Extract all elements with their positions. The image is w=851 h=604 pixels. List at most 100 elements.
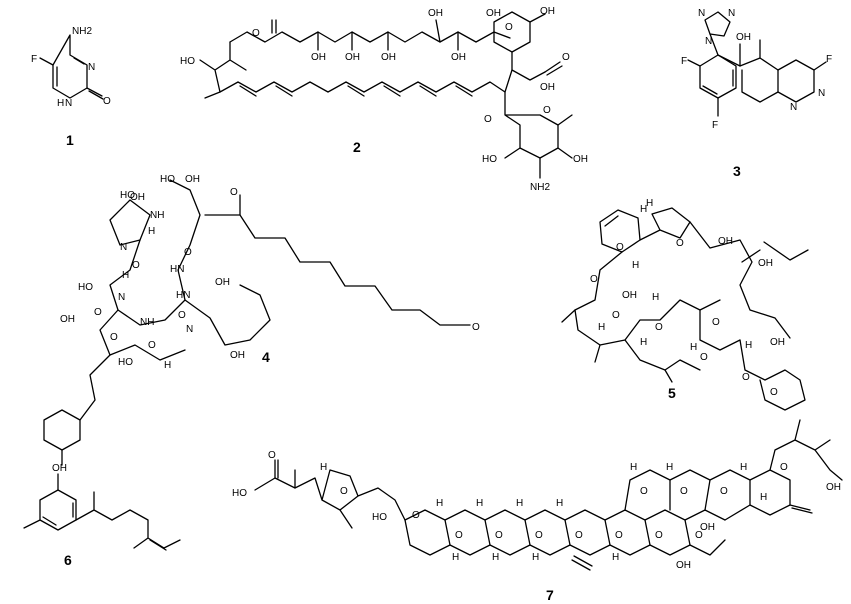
atom-n1: N <box>65 98 72 109</box>
atom-h-h: H <box>745 340 752 351</box>
atom-o-e: O <box>655 322 663 333</box>
atom-o-g: O <box>700 352 708 363</box>
atom-h-thr: H <box>122 270 129 281</box>
atom-n-thr: N <box>118 292 125 303</box>
atom-o-u3: O <box>720 486 728 497</box>
atom-oh: OH <box>52 463 67 474</box>
atom-o-r6: O <box>615 530 623 541</box>
atom-o-r4: O <box>535 530 543 541</box>
atom-oh-c: OH <box>622 290 637 301</box>
compound-6-label: 6 <box>64 552 72 568</box>
atom-o-ring: O <box>505 22 513 33</box>
atom-n-pyr-a: N <box>790 102 797 113</box>
atom-o-thf: O <box>340 486 348 497</box>
atom-hn-b: HN <box>176 290 190 301</box>
compound-6-structure: OH 6 <box>23 463 181 568</box>
atom-h-r2: H <box>476 498 483 509</box>
atom-oh-a: OH <box>311 52 326 63</box>
atom-oh-r: OH <box>676 560 691 571</box>
atom-o-glyc: O <box>484 114 492 125</box>
atom-ho-thr: HO <box>78 282 93 293</box>
atom-o-ester: O <box>252 28 260 39</box>
atom-h-r6: H <box>556 498 563 509</box>
atom-oh-d: OH <box>451 52 466 63</box>
atom-h-u3: H <box>740 462 747 473</box>
atom-o-r5: O <box>575 530 583 541</box>
atom-n-pyr-b: N <box>818 88 825 99</box>
atom-h-r1: H <box>436 498 443 509</box>
compound-5-label: 5 <box>668 385 676 401</box>
atom-h-u4: H <box>760 492 767 503</box>
atom-ho-d: HO <box>118 357 133 368</box>
atom-oh-d: OH <box>770 337 785 348</box>
atom-n-pro-b: N <box>186 324 193 335</box>
atom-o-a: O <box>616 242 624 253</box>
atom-ho-acid: HO <box>232 488 247 499</box>
atom-o-h: O <box>742 372 750 383</box>
compound-7-structure: HO O H O HO O H H H H O O O O H H H H O … <box>232 419 843 603</box>
atom-o: O <box>103 96 111 107</box>
atom-h-thf: H <box>320 462 327 473</box>
atom-o-b: O <box>184 247 192 258</box>
atom-h-a: H <box>646 198 653 209</box>
compound-2-structure: O OH OH OH OH OH OH O OH O OH HO O O HO … <box>180 6 588 193</box>
atom-o-r2: O <box>455 530 463 541</box>
atom-f-b: F <box>712 120 718 131</box>
atom-oh-acid: OH <box>540 82 555 93</box>
atom-o-c: O <box>590 274 598 285</box>
compound-3-structure: N N N OH F F N N F 3 <box>681 8 832 179</box>
atom-n3: N <box>88 62 95 73</box>
atom-h-c: H <box>632 260 639 271</box>
atom-h-f: H <box>640 337 647 348</box>
atom-ho-a: HO <box>372 512 387 523</box>
atom-o-f: O <box>110 332 118 343</box>
atom-o-r1: O <box>412 510 420 521</box>
atom-h-b: H <box>640 204 647 215</box>
atom-o-f: O <box>712 317 720 328</box>
compound-4-label: 4 <box>262 349 270 365</box>
compound-2-label: 2 <box>353 139 361 155</box>
compound-5-structure: H O O H OH OH O H OH H H O O H O H O OH … <box>561 198 809 411</box>
atom-oh-sugar: OH <box>573 154 588 165</box>
atom-o-ether: O <box>472 322 480 333</box>
atom-h-r3: H <box>452 552 459 563</box>
atom-o-u1: O <box>640 486 648 497</box>
atom-o-sugar: O <box>543 105 551 116</box>
compound-3-label: 3 <box>733 163 741 179</box>
atom-oh-u: OH <box>700 522 715 533</box>
atom-o-u2: O <box>680 486 688 497</box>
atom-o-d: O <box>612 310 620 321</box>
atom-o-acid: O <box>562 52 570 63</box>
atom-f-c: F <box>826 54 832 65</box>
atom-ho-sugar: HO <box>482 154 497 165</box>
atom-o-r8: O <box>695 530 703 541</box>
atom-oh: OH <box>736 32 751 43</box>
atom-oh-a: OH <box>718 236 733 247</box>
atom-nh2: NH2 <box>72 26 92 37</box>
atom-n-tri-a: N <box>698 8 705 19</box>
atom-oh-end: OH <box>826 482 841 493</box>
compound-7-label: 7 <box>546 587 554 603</box>
atom-h-r5: H <box>516 498 523 509</box>
atom-h-d: H <box>652 292 659 303</box>
compound-4-structure: HO OH HO NH OH N H O HN O O HO H N HN O … <box>43 174 480 466</box>
atom-o-d: O <box>178 310 186 321</box>
atom-ho-left: HO <box>180 56 195 67</box>
atom-n-pro: N <box>120 242 127 253</box>
atom-h-b: H <box>164 360 171 371</box>
atom-o-e: O <box>148 340 156 351</box>
atom-n-tri-b: N <box>728 8 735 19</box>
atom-h-r4: H <box>492 552 499 563</box>
compound-1-structure: NH2 F N N H O 1 <box>31 26 111 148</box>
atom-o-r3: O <box>495 530 503 541</box>
atom-oh-g: OH <box>540 6 555 17</box>
atom-oh-b: OH <box>758 258 773 269</box>
atom-h-g: H <box>690 342 697 353</box>
atom-o-c: O <box>94 307 102 318</box>
atom-n-tri-c: N <box>705 36 712 47</box>
atom-ho-top-b: HO <box>160 174 175 185</box>
atom-h-pro: H <box>148 226 155 237</box>
atom-o-b: O <box>676 238 684 249</box>
atom-f: F <box>31 54 37 65</box>
